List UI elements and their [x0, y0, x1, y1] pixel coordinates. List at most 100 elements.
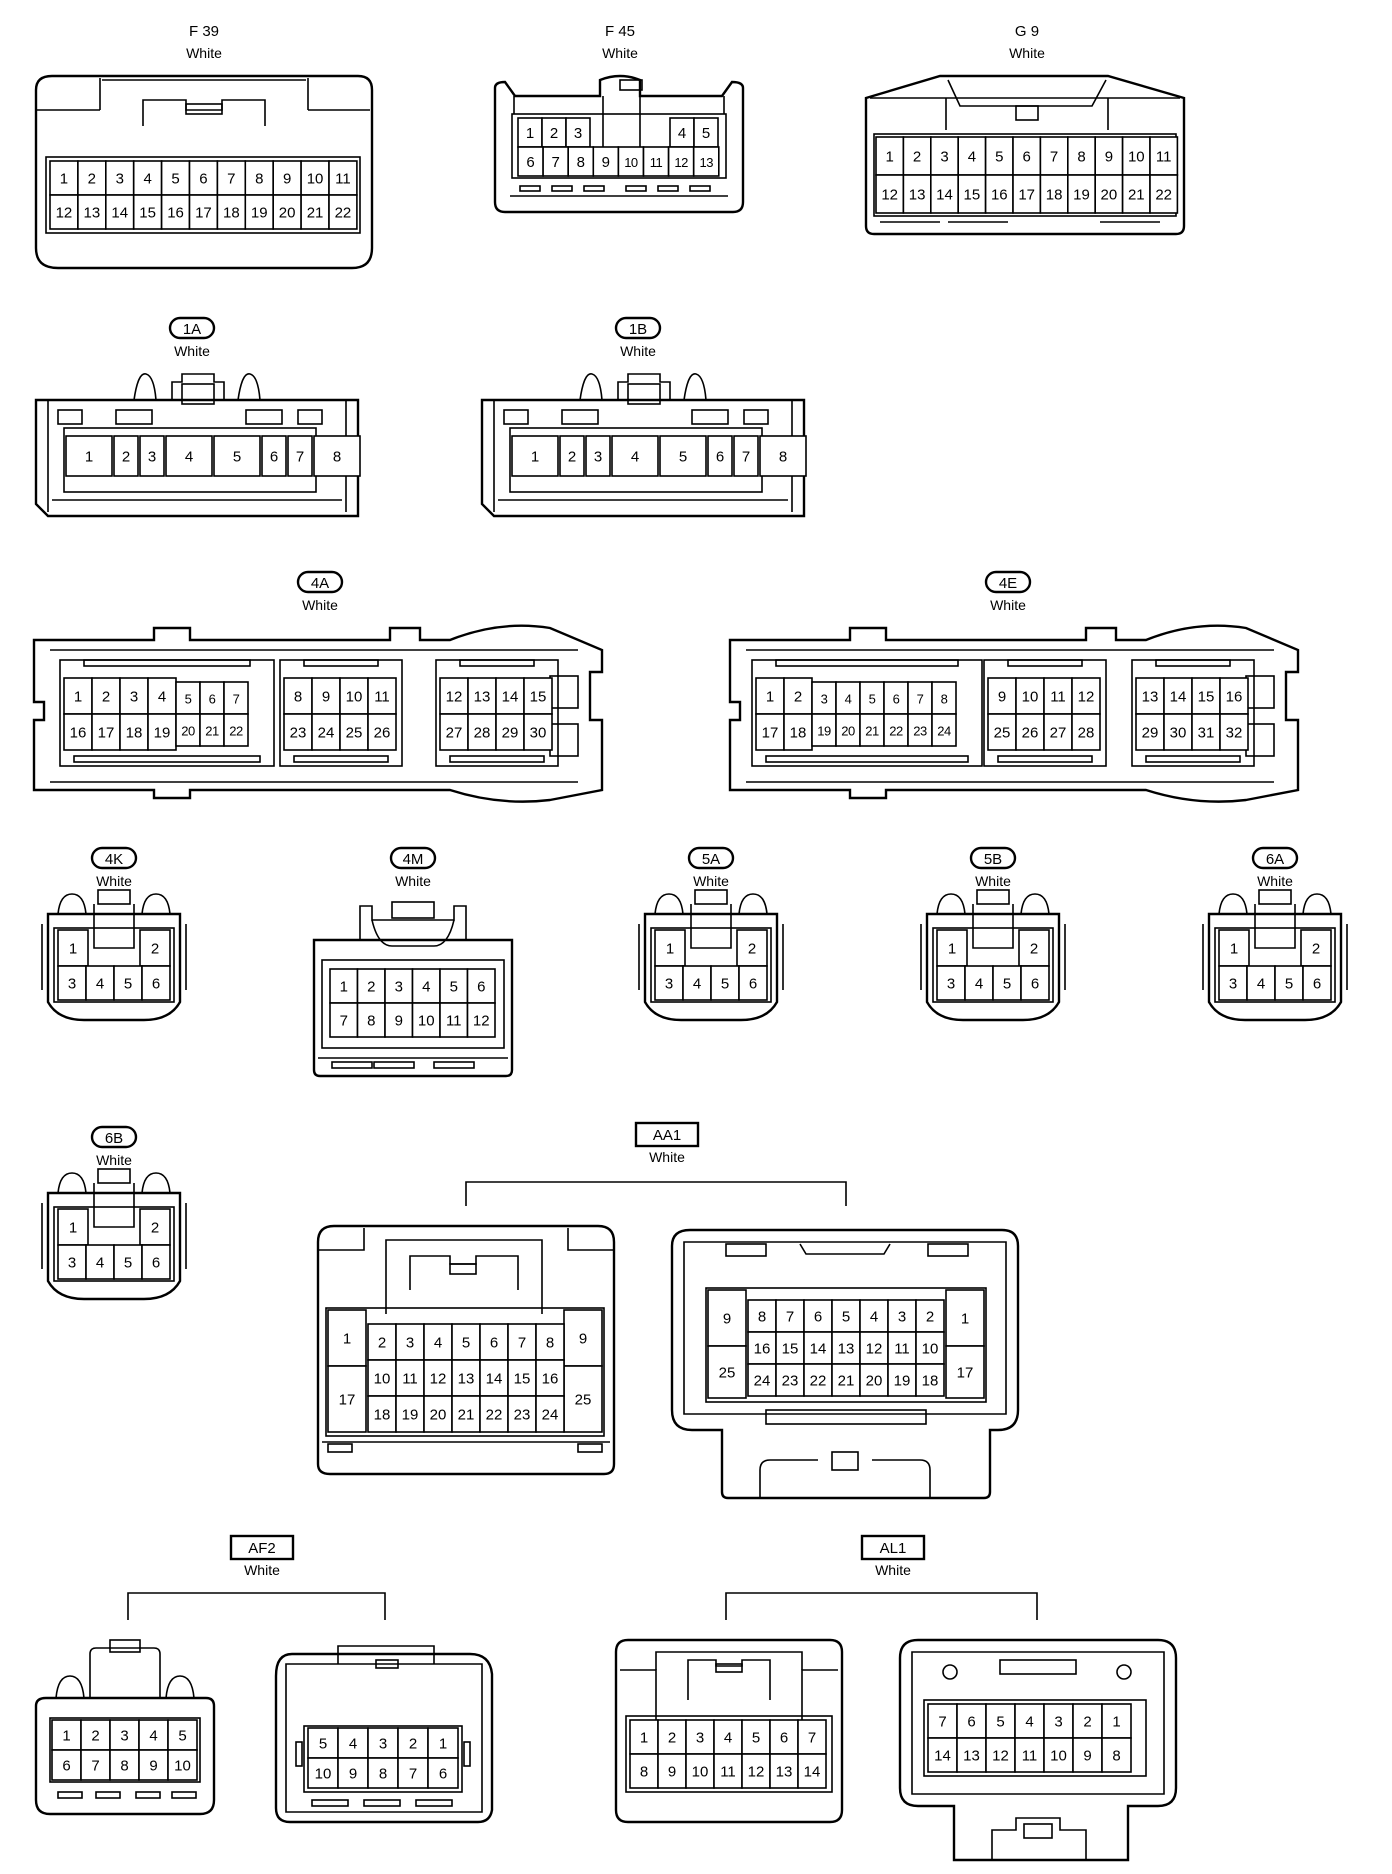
pin-label: 4 [185, 449, 193, 466]
pin-label: 7 [233, 692, 240, 707]
pin-label: 13 [776, 1764, 793, 1781]
pin-label: 21 [307, 205, 324, 222]
pin-label: 12 [430, 1371, 447, 1388]
connector-color-4m: White [395, 873, 431, 889]
pin-label: 10 [307, 171, 324, 188]
pin-label: 24 [754, 1373, 771, 1390]
pin-label: 14 [111, 205, 128, 222]
pin-label: 15 [139, 205, 156, 222]
pin-label: 20 [181, 724, 195, 739]
pin-label: 5 [995, 149, 1003, 166]
pin-label: 17 [762, 725, 779, 742]
pin-label: 1 [526, 125, 534, 142]
pin-label: 5 [462, 1335, 470, 1352]
pin-label: 15 [1198, 689, 1215, 706]
pin-label: 3 [130, 689, 138, 706]
connector-code-1a: 1A [183, 321, 201, 338]
pin-label: 17 [957, 1365, 974, 1382]
connector-code-6a: 6A [1266, 851, 1284, 868]
pin-label: 9 [322, 689, 330, 706]
pin-label: 6 [1031, 976, 1039, 993]
connector-code-4e: 4E [999, 575, 1017, 592]
pin-label: 16 [754, 1341, 771, 1358]
pin-label: 1 [1230, 941, 1238, 958]
connector-color-4e: White [990, 597, 1026, 613]
connector-color-f45: White [602, 45, 638, 61]
pin-label: 10 [374, 1371, 391, 1388]
pin-label: 1 [1112, 1714, 1120, 1731]
pin-label: 4 [1025, 1714, 1033, 1731]
pin-label: 15 [782, 1341, 799, 1358]
pin-label: 22 [335, 205, 352, 222]
pin-label: 1 [439, 1736, 447, 1753]
pin-label: 7 [742, 449, 750, 466]
pin-label: 14 [1170, 689, 1187, 706]
pin-label: 3 [116, 171, 124, 188]
pin-label: 17 [195, 205, 212, 222]
connector-code-1b: 1B [629, 321, 647, 338]
pin-label: 3 [940, 149, 948, 166]
pin-label: 2 [1312, 941, 1320, 958]
pin-label: 32 [1226, 725, 1243, 742]
connector-color-6b: White [96, 1152, 132, 1168]
pin-label: 21 [838, 1373, 855, 1390]
pin-label: 2 [91, 1728, 99, 1745]
pin-label: 4 [143, 171, 151, 188]
pin-label: 20 [430, 1407, 447, 1424]
pin-label: 24 [318, 725, 335, 742]
pin-label: 3 [696, 1730, 704, 1747]
pin-label: 2 [122, 449, 130, 466]
connector-color-4k: White [96, 873, 132, 889]
pin-label: 2 [378, 1335, 386, 1352]
pin-label: 30 [1170, 725, 1187, 742]
connector-code-g9: G 9 [1015, 23, 1039, 40]
pin-label: 12 [866, 1341, 883, 1358]
pin-label: 18 [374, 1407, 391, 1424]
pin-label: 8 [577, 154, 585, 171]
pin-label: 2 [151, 941, 159, 958]
pin-label: 18 [1046, 187, 1063, 204]
connector-color-1a: White [174, 343, 210, 359]
connector-color-al1: White [875, 1562, 911, 1578]
pin-label: 18 [223, 205, 240, 222]
pin-label: 2 [550, 125, 558, 142]
pin-label: 3 [1229, 976, 1237, 993]
pin-label: 6 [477, 979, 485, 996]
pin-label: 17 [1018, 187, 1035, 204]
pin-label: 3 [1054, 1714, 1062, 1731]
pin-label: 7 [91, 1758, 99, 1775]
pin-label: 8 [255, 171, 263, 188]
pin-label: 19 [154, 725, 171, 742]
pin-label: 14 [486, 1371, 503, 1388]
pin-label: 4 [434, 1335, 442, 1352]
pin-label: 10 [922, 1341, 939, 1358]
pin-label: 24 [937, 724, 951, 739]
pin-label: 1 [766, 689, 774, 706]
pin-label: 1 [62, 1728, 70, 1745]
pin-label: 9 [602, 154, 610, 171]
pin-label: 4 [693, 976, 701, 993]
pin-label: 9 [149, 1758, 157, 1775]
pin-label: 25 [994, 725, 1011, 742]
pin-label: 31 [1198, 725, 1215, 742]
connector-code-4a: 4A [311, 575, 329, 592]
pin-label: 16 [167, 205, 184, 222]
pin-label: 10 [624, 155, 638, 170]
connector-color-f39: White [186, 45, 222, 61]
connector-code-f39: F 39 [189, 23, 219, 40]
pin-label: 5 [869, 692, 876, 707]
pin-label: 3 [68, 976, 76, 993]
pin-label: 11 [446, 1013, 462, 1030]
